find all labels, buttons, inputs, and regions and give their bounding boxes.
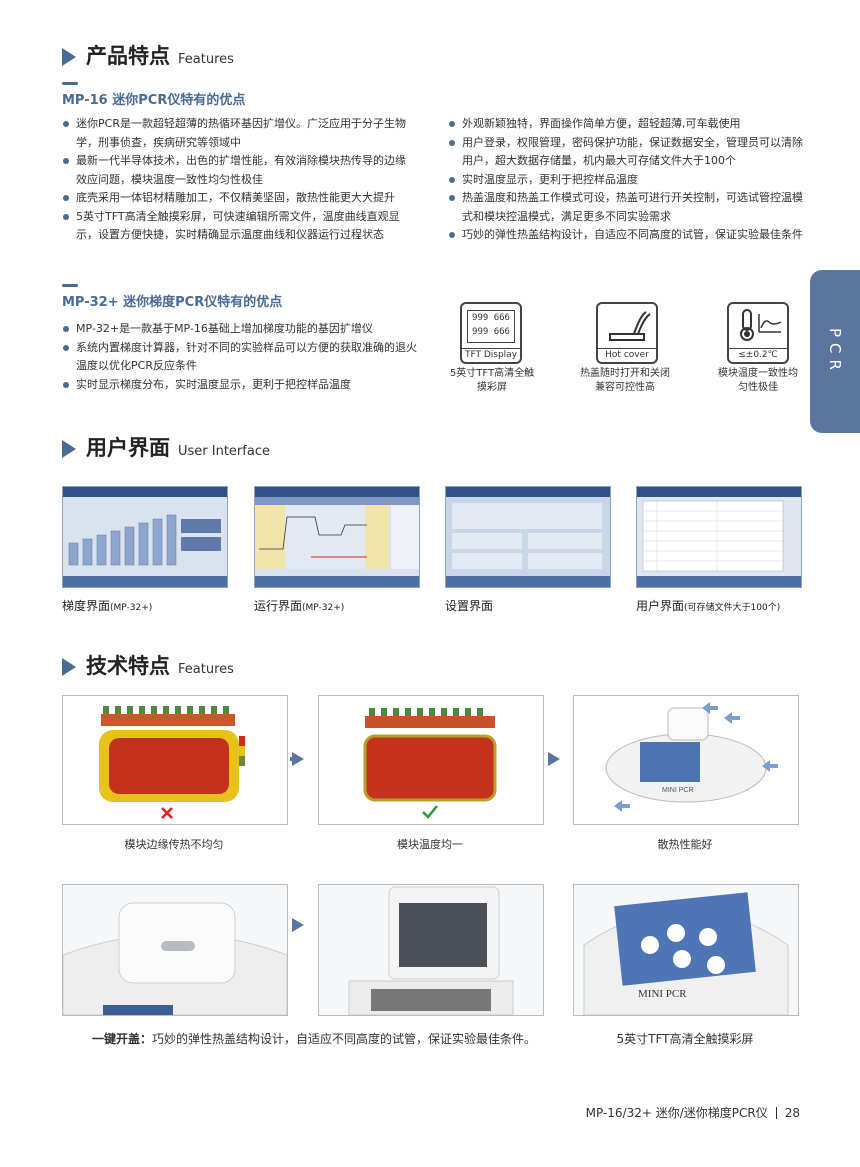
- tft-display-feature: 999 666 999 666 TFT Display: [460, 302, 522, 364]
- mp16-left-list: 迷你PCR是一款超轻超薄的热循环基因扩增仪。广泛应用于分子生物学，刑事侦查，疾病…: [62, 115, 414, 245]
- mp32-subtitle: MP-32+ 迷你梯度PCR仪特有的优点: [62, 295, 283, 310]
- arrow-right-icon: [292, 752, 304, 766]
- ui-caption: 设置界面: [445, 599, 494, 613]
- list-item: 实时温度显示，更利于把控样品温度: [448, 171, 803, 190]
- section-title-zh: 技术特点: [86, 654, 170, 678]
- uneven-heat-image: [62, 695, 288, 825]
- section-title-en: User Interface: [178, 444, 270, 459]
- icon-caption: 5英寸TFT高清全触摸彩屏: [449, 368, 535, 393]
- mp16-right-list: 外观新颖独特，界面操作简单方便，超轻超薄,可车载使用 用户登录，权限管理，密码保…: [448, 115, 803, 245]
- run-screen-image: [254, 486, 420, 588]
- icon-label: ≤±0.2℃: [729, 348, 787, 360]
- tech-section-title: 技术特点 Features: [62, 650, 234, 680]
- lid-caption: 一键开盖：巧妙的弹性热盖结构设计，自适应不同高度的试管，保证实验最佳条件。: [92, 1032, 537, 1046]
- list-item: 5英寸TFT高清全触摸彩屏，可快速编辑所需文件，温度曲线直观显示，设置方便快捷，…: [62, 208, 414, 245]
- even-heat-image: [318, 695, 544, 825]
- screen-caption: 5英寸TFT高清全触摸彩屏: [616, 1032, 754, 1046]
- page-number: 28: [784, 1105, 800, 1120]
- side-tab-pcr: PCR: [810, 270, 860, 433]
- touchscreen-image: MINI PCR: [573, 884, 799, 1016]
- ui-caption: 用户界面(可存储文件大于100个): [636, 599, 781, 613]
- tft-display-icon: 999 666 999 666 TFT Display: [460, 302, 522, 364]
- footer-product: MP-16/32+ 迷你/迷你梯度PCR仪: [585, 1106, 768, 1120]
- list-item: 用户登录，权限管理，密码保护功能，保证数据安全，管理员可以清除用户，超大数据存储…: [448, 134, 803, 171]
- caption-cooling: 散热性能好: [657, 838, 713, 851]
- ui-caption: 梯度界面(MP-32+): [62, 599, 153, 613]
- list-item: 热盖温度和热盖工作模式可设，热盖可进行开关控制，可选试管控温模式和模块控温模式，…: [448, 189, 803, 226]
- section-title-zh: 产品特点: [86, 44, 170, 68]
- features-section-title: 产品特点 Features: [62, 40, 234, 70]
- icon-label: Hot cover: [598, 348, 656, 360]
- caption-uneven: 模块边缘传热不均匀: [124, 838, 224, 851]
- list-item: 迷你PCR是一款超轻超薄的热循环基因扩增仪。广泛应用于分子生物学，刑事侦查，疾病…: [62, 115, 414, 152]
- display-digits: 999 666: [472, 313, 510, 323]
- icon-caption: 模块温度一致性均匀性极佳: [718, 368, 798, 393]
- mp16-subtitle: MP-16 迷你PCR仪特有的优点: [62, 93, 246, 108]
- settings-screen-image: [445, 486, 611, 588]
- triangle-icon: [62, 48, 76, 66]
- list-item: 实时显示梯度分布，实时温度显示，更利于把控样品温度: [62, 376, 417, 395]
- section-title-zh: 用户界面: [86, 436, 170, 460]
- triangle-icon: [62, 658, 76, 676]
- section-title-en: Features: [178, 662, 234, 677]
- user-screen-image: [636, 486, 802, 588]
- display-digits: 999 666: [472, 327, 510, 337]
- uniformity-feature: ≤±0.2℃: [727, 302, 789, 364]
- list-item: 外观新颖独特，界面操作简单方便，超轻超薄,可车载使用: [448, 115, 803, 134]
- list-item: MP-32+是一款基于MP-16基础上增加梯度功能的基因扩增仪: [62, 320, 417, 339]
- ui-caption: 运行界面(MP-32+): [254, 599, 345, 613]
- footer-divider: [775, 1106, 777, 1119]
- svg-text:MINI PCR: MINI PCR: [638, 988, 687, 1000]
- svg-text:MINI PCR: MINI PCR: [662, 787, 694, 794]
- divider: [62, 284, 78, 287]
- gradient-screen-image: [62, 486, 228, 588]
- section-title-en: Features: [178, 52, 234, 67]
- list-item: 最新一代半导体技术，出色的扩增性能，有效消除模块热传导的边缘效应问题，模块温度一…: [62, 152, 414, 189]
- list-item: 底壳采用一体铝材精雕加工，不仅精美坚固，散热性能更大大提升: [62, 189, 414, 208]
- arrow-right-icon: [548, 752, 560, 766]
- thermometer-icon: ≤±0.2℃: [727, 302, 789, 364]
- ui-section-title: 用户界面 User Interface: [62, 432, 270, 462]
- cooling-device-image: MINI PCR: [573, 695, 799, 825]
- caption-even: 模块温度均一: [397, 838, 463, 851]
- divider: [62, 82, 78, 85]
- icon-caption: 热盖随时打开和关闭兼容可控性高: [580, 368, 670, 393]
- lid-closed-image: [62, 884, 288, 1016]
- hot-cover-feature: Hot cover: [596, 302, 658, 364]
- page-footer: MP-16/32+ 迷你/迷你梯度PCR仪 28: [586, 1104, 800, 1121]
- list-item: 巧妙的弹性热盖结构设计，自适应不同高度的试管，保证实验最佳条件: [448, 226, 803, 245]
- hot-cover-icon: Hot cover: [596, 302, 658, 364]
- icon-label: TFT Display: [462, 348, 520, 360]
- arrow-right-icon: [292, 918, 304, 932]
- arrow-shaft: [290, 757, 298, 761]
- mp32-list: MP-32+是一款基于MP-16基础上增加梯度功能的基因扩增仪 系统内置梯度计算…: [62, 320, 417, 394]
- lid-open-image: [318, 884, 544, 1016]
- triangle-icon: [62, 440, 76, 458]
- list-item: 系统内置梯度计算器，针对不同的实验样品可以方便的获取准确的退火温度以优化PCR反…: [62, 339, 417, 376]
